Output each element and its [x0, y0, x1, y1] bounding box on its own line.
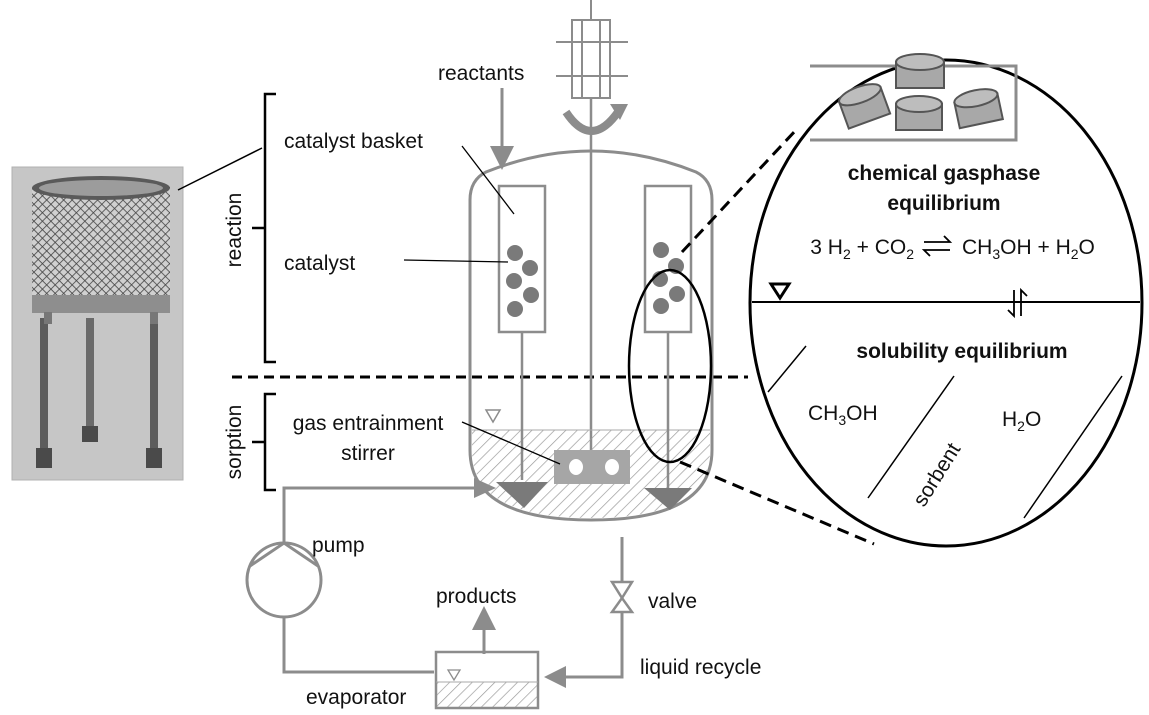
reaction-equation-left: 3 H2 + CO2: [810, 236, 914, 262]
stirrer-label-line2: stirrer: [341, 442, 395, 465]
catalyst-basket-leader-line: [461, 145, 515, 215]
reactant-arrow-icon: [490, 146, 514, 170]
sorption-label: sorption: [223, 405, 246, 480]
solubility-equilibrium-arrows-icon: [1007, 287, 1028, 319]
feed-arrow-icon: [474, 478, 496, 498]
evaporator-label: evaporator: [306, 686, 406, 709]
liquid-region-lines: [767, 345, 1123, 519]
sorbent-label: sorbent: [909, 439, 966, 511]
zoom-connector-top: [680, 128, 798, 254]
products-label: products: [436, 585, 517, 608]
catalyst-leader-line: [403, 259, 509, 263]
nozzle-right: [644, 488, 692, 510]
reactor-vessel: [468, 149, 714, 522]
rotation-arrowhead-icon: [610, 104, 628, 120]
reaction-label: reaction: [223, 193, 246, 268]
catalyst-basket-right: [643, 184, 693, 490]
stirrer-motor: [556, 0, 628, 99]
nozzle-left: [496, 482, 548, 508]
equilibrium-ellipse: [748, 58, 1144, 548]
zoom-ellipse: [627, 268, 713, 464]
reaction-equation-right: CH3OH + H2O: [962, 236, 1095, 262]
catalyst-basket-left: [497, 184, 547, 480]
liquid-level-marker-icon: [484, 409, 502, 424]
gas-equilibrium-title-line2: equilibrium: [887, 192, 1000, 215]
solubility-equilibrium-title: solubility equilibrium: [856, 340, 1067, 363]
stirrer-label-line1: gas entrainment: [293, 412, 444, 435]
recycle-arrow-icon: [544, 666, 566, 688]
sorption-bracket: [252, 392, 276, 492]
interface-level-marker-icon: [768, 282, 792, 301]
catalyst-pellets: [837, 53, 1005, 131]
water-label: H2O: [1002, 408, 1041, 434]
valve-label: valve: [648, 590, 697, 613]
pump-icon: [245, 541, 323, 619]
photo-leader-line: [177, 147, 263, 191]
reactants-label: reactants: [438, 62, 524, 85]
gas-entrainment-stirrer: [554, 450, 630, 484]
products-arrow-icon: [472, 606, 496, 630]
reaction-bracket: [252, 92, 276, 364]
liquid-recycle-label: liquid recycle: [640, 656, 761, 679]
stirrer-leader-line: [461, 421, 561, 465]
catalyst-label: catalyst: [284, 252, 355, 275]
evaporator: [434, 650, 540, 710]
evaporator-level-marker-icon: [446, 669, 462, 682]
gas-equilibrium-title-line1: chemical gasphase: [848, 162, 1041, 185]
valve-icon: [609, 580, 635, 614]
catalyst-basket-label: catalyst basket: [284, 130, 423, 153]
basket-photo: [11, 166, 184, 481]
pump-label: pump: [312, 534, 365, 557]
reaction-equilibrium-arrows-icon: [921, 235, 953, 257]
zoom-connector-bottom: [679, 460, 875, 546]
methanol-label: CH3OH: [808, 402, 878, 428]
